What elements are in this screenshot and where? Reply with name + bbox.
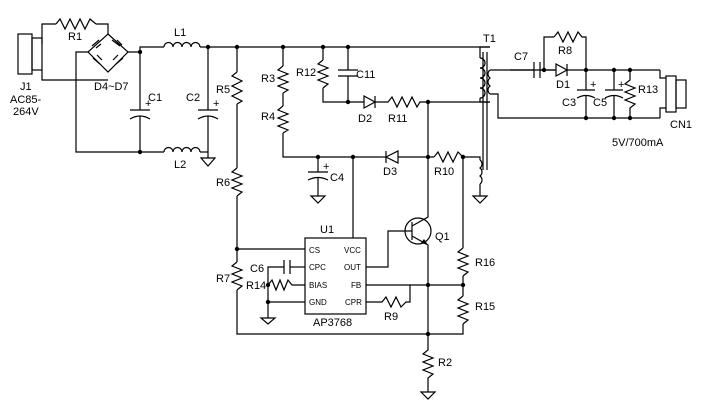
label-j1: J1: [20, 81, 32, 93]
label-r10: R10: [434, 166, 454, 178]
label-r14: R14: [246, 280, 266, 292]
connector-j1: [17, 33, 43, 75]
c2-polarity: +: [213, 98, 219, 110]
pin-out: OUT: [344, 263, 361, 272]
label-l1: L1: [174, 27, 186, 39]
c1-polarity: +: [145, 98, 151, 110]
capacitor-c2: +: [197, 47, 219, 158]
label-l2: L2: [174, 159, 186, 171]
pin-fb: FB: [351, 281, 361, 290]
label-r13: R13: [638, 84, 658, 96]
label-output-rating: 5V/700mA: [612, 137, 664, 149]
label-ac-range-1: AC85-: [10, 94, 42, 106]
junction-dots: [137, 44, 633, 337]
bridge-to-rails: [75, 46, 164, 153]
label-t1: T1: [483, 33, 496, 45]
label-r4: R4: [261, 111, 275, 123]
resistor-r11: [375, 95, 490, 109]
label-c3: C3: [562, 97, 576, 109]
feedback-divider: [410, 157, 470, 335]
label-r2: R2: [438, 357, 452, 369]
label-r7: R7: [216, 273, 230, 285]
label-ic-part: AP3768: [313, 317, 352, 329]
label-r3: R3: [261, 73, 275, 85]
input-wiring: [41, 23, 109, 81]
label-cn1: CN1: [670, 119, 692, 131]
resistor-r13: [623, 70, 637, 118]
inductor-l2: [163, 146, 201, 153]
label-r9: R9: [384, 311, 398, 323]
label-c2: C2: [186, 92, 200, 104]
bridge-rectifier-d4-d7: [87, 33, 129, 73]
label-c5: C5: [593, 97, 607, 109]
c3-polarity: +: [590, 79, 596, 91]
label-c4: C4: [330, 172, 344, 184]
label-c7: C7: [514, 51, 528, 63]
label-c11: C11: [356, 69, 375, 81]
label-q1: Q1: [435, 231, 450, 243]
aux-winding-path: [353, 150, 481, 196]
ic-u1: [304, 157, 367, 315]
label-d1: D1: [556, 79, 570, 91]
c4-polarity: +: [323, 161, 329, 173]
label-c6: C6: [250, 263, 264, 275]
capacitor-c5: +: [604, 70, 624, 118]
transformer-t1: [479, 46, 491, 185]
capacitor-c3: +: [576, 70, 596, 118]
label-c1: C1: [148, 92, 162, 104]
c5-polarity: +: [618, 79, 624, 91]
diode-d2: [363, 94, 377, 110]
capacitor-c4: +: [307, 157, 329, 204]
label-u1: U1: [320, 224, 334, 236]
label-r15: R15: [475, 301, 495, 313]
resistors-r3-r4: [276, 47, 353, 158]
pin-cpr: CPR: [345, 298, 362, 307]
startup-resistor-chain: [230, 47, 428, 335]
pin-vcc: VCC: [344, 246, 361, 255]
pin-cs: CS: [309, 246, 320, 255]
label-bridge: D4~D7: [94, 81, 129, 93]
label-ac-range-2: 264V: [13, 106, 39, 118]
label-d3: D3: [383, 166, 397, 178]
label-r1: R1: [68, 31, 82, 43]
pin-gnd: GND: [309, 298, 327, 307]
label-r5: R5: [216, 84, 230, 96]
label-r8: R8: [558, 45, 572, 57]
resistor-r2: [419, 334, 437, 400]
ic-pin-wiring: [259, 230, 411, 325]
capacitor-c1: +: [129, 52, 151, 152]
ground-symbol-main: [199, 157, 217, 167]
label-r16: R16: [475, 257, 495, 269]
pin-bias: BIAS: [309, 281, 327, 290]
label-r12: R12: [296, 67, 316, 79]
pin-cpc: CPC: [309, 263, 326, 272]
ground-symbol-aux: [471, 195, 489, 204]
label-r11: R11: [388, 113, 407, 125]
label-r6: R6: [216, 177, 230, 189]
diode-d1: [544, 62, 660, 78]
label-d2: D2: [358, 113, 372, 125]
connector-cn1: [659, 70, 687, 118]
secondary-rail: [490, 69, 660, 119]
resistor-r1: [55, 17, 97, 31]
transistor-q1: [403, 102, 432, 334]
diode-d3: [380, 150, 399, 164]
inductor-l1: [163, 41, 201, 48]
